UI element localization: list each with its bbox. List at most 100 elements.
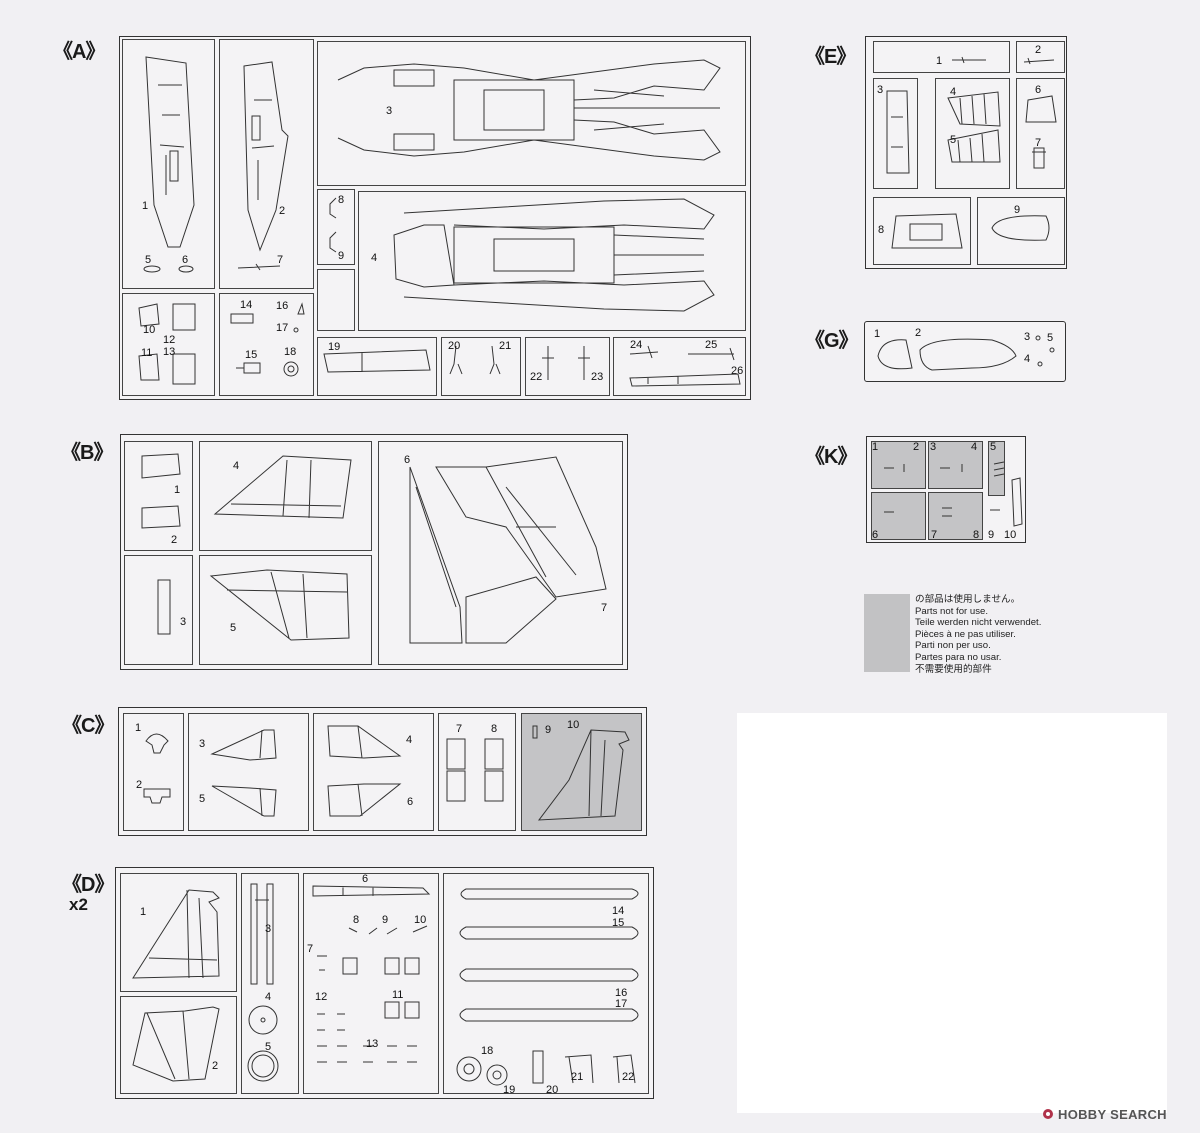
sprue-e-cell-8 (873, 197, 971, 265)
sprue-k-cell-1-2-unused (871, 441, 926, 489)
sprue-c-frame (118, 707, 647, 836)
legend-line-zh: 不需要使用的部件 (915, 663, 992, 675)
e-parts-6-7 (1025, 95, 1057, 169)
sprue-c-cell-4-6 (313, 713, 434, 831)
sprue-b-label: 《B》 (61, 442, 113, 464)
sprue-a-frame (119, 36, 751, 400)
sprue-e-frame (865, 36, 1067, 269)
sprue-a-cell-19 (317, 337, 437, 396)
d-part-1 (132, 889, 220, 979)
e-part-8 (891, 213, 963, 249)
blank-panel (737, 713, 1167, 1113)
sprue-k-frame (866, 436, 1026, 543)
a-part-6 (178, 265, 194, 273)
c-parts-7-8 (446, 738, 504, 802)
c-parts-3-5 (210, 729, 277, 817)
a-parts-10-13 (138, 303, 196, 385)
sprue-a-cell-22-23 (525, 337, 610, 396)
c-parts-1-2 (143, 733, 171, 804)
sprue-a-cell-14-18 (219, 293, 314, 396)
e-part-1 (952, 56, 986, 64)
a-part-15 (236, 362, 261, 374)
sprue-e-label: 《E》 (805, 46, 856, 68)
sprue-d-cell-14-22 (443, 873, 649, 1094)
d-parts-14-17-tanks (459, 888, 639, 1022)
sprue-k-cell-6-unused (871, 492, 926, 540)
legend-line-ja: の部品は使用しません。 (915, 594, 1021, 605)
e-part-3 (886, 90, 910, 174)
b-part-5 (209, 569, 350, 641)
b-part-4 (213, 455, 352, 519)
a-parts-20-21 (449, 345, 501, 375)
sprue-a-cell-2-7 (219, 39, 314, 289)
a-part-1-fuselage-half (145, 56, 195, 248)
e-part-9 (991, 215, 1050, 241)
unused-parts-legend: の部品は使用しません。 Parts not for use. Teile wer… (915, 594, 1041, 675)
sprue-a-cell-blank (317, 269, 355, 331)
sprue-a-cell-3 (317, 41, 746, 186)
c-parts-9-10 (532, 725, 630, 821)
a-part-4-upper-fuselage (393, 198, 715, 312)
sprue-e-cell-9 (977, 197, 1065, 265)
sprue-c-cell-1-2 (123, 713, 184, 831)
sprue-k-cell-3-4-unused (928, 441, 983, 489)
b-part-3 (157, 579, 171, 635)
k-parts-small (884, 461, 1023, 527)
e-part-2 (1023, 57, 1055, 65)
sprue-a-cell-20-21 (441, 337, 521, 396)
g-parts-3-5 (1035, 335, 1055, 367)
a-parts-22-23 (542, 346, 590, 380)
legend-line-fr: Pièces à ne pas utiliser. (915, 628, 1016, 640)
a-part-17 (293, 327, 299, 333)
sprue-a-cell-10-13 (122, 293, 215, 396)
sprue-e-cell-2 (1016, 41, 1065, 73)
sprue-e-cell-1 (873, 41, 1010, 73)
c-parts-4-6 (327, 725, 402, 817)
a-part-3-lower-fuselage (337, 59, 721, 161)
a-part-18 (283, 361, 299, 377)
legend-line-it: Parti non per uso. (915, 640, 991, 652)
sprue-g-frame (864, 321, 1066, 382)
sprue-c-cell-9-10-unused (521, 713, 642, 831)
sprue-b-frame (120, 434, 628, 670)
unused-parts-swatch (864, 594, 910, 672)
g-parts-1-2-canopy (877, 338, 1017, 371)
a-part-8-9 (329, 197, 337, 253)
sprue-e-cell-6-7 (1016, 78, 1065, 189)
legend-line-de: Teile werden nicht verwendet. (915, 617, 1042, 629)
hobby-search-logo-icon (1043, 1109, 1053, 1119)
d-part-3 (250, 883, 274, 985)
a-part-5 (143, 265, 161, 273)
sprue-b-cell-1-2 (124, 441, 193, 551)
sprue-e-cell-3 (873, 78, 918, 189)
sprue-d-label: 《D》 (62, 874, 114, 896)
a-part-7 (237, 263, 281, 271)
b-parts-1-2 (141, 453, 181, 529)
sprue-c-label: 《C》 (62, 715, 114, 737)
sprue-c-cell-3-5 (188, 713, 309, 831)
d-part-2 (132, 1006, 220, 1082)
d-parts-6-13 (312, 885, 431, 1063)
sprue-a-cell-4 (358, 191, 746, 331)
watermark-text: HOBBY SEARCH (1058, 1107, 1167, 1122)
sprue-k-cell-7-8-unused (928, 492, 983, 540)
sprue-a-label: 《A》 (53, 41, 105, 63)
sprue-d-quantity: x2 (69, 895, 88, 914)
a-part-2-fuselage-half (243, 61, 289, 252)
sprue-d-cell-2 (120, 996, 237, 1094)
d-parts-4-5 (247, 1005, 279, 1082)
a-part-16 (297, 302, 305, 315)
sprue-a-cell-8-9 (317, 189, 355, 265)
sprue-k-cell-5-unused (988, 441, 1005, 496)
sprue-g-label: 《G》 (805, 330, 859, 352)
a-parts-24-26 (629, 345, 741, 387)
e-parts-4-5 (947, 91, 1001, 163)
sprue-b-cell-6-7 (378, 441, 623, 665)
legend-line-es: Partes para no usar. (915, 651, 1002, 663)
a-part-19 (323, 349, 431, 373)
sprue-b-cell-3 (124, 555, 193, 665)
legend-line-en: Parts not for use. (915, 605, 989, 617)
sprue-k-label: 《K》 (805, 446, 857, 468)
a-part-14 (230, 313, 254, 324)
